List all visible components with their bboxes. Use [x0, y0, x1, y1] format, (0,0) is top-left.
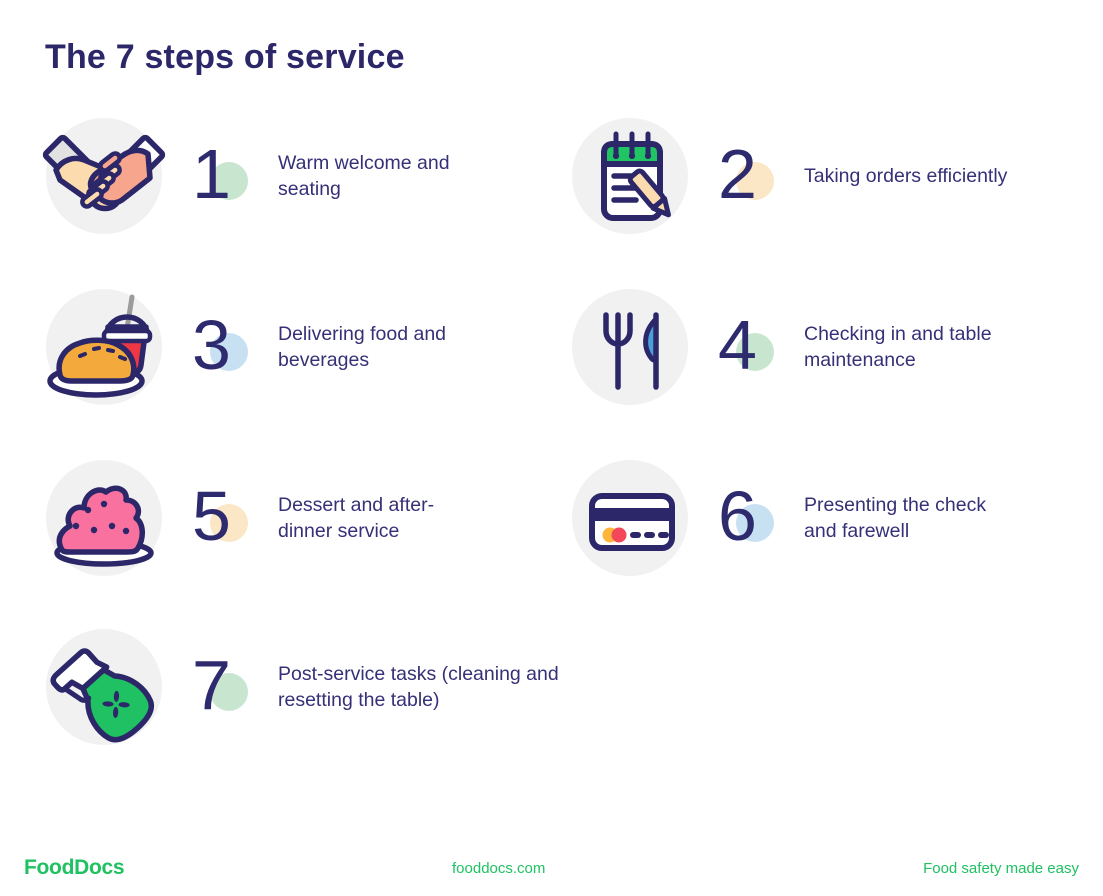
page-title: The 7 steps of service [45, 38, 405, 76]
step-accent-dot [736, 162, 774, 200]
step-accent-dot [210, 504, 248, 542]
step-number: 3 [192, 306, 231, 384]
food-tray-icon [46, 289, 162, 405]
footer-tagline: Food safety made easy [923, 860, 1079, 877]
footer: FoodDocs fooddocs.com Food safety made e… [0, 854, 1103, 882]
step-label: Taking orders efficiently [804, 165, 1008, 187]
step-item-2: 2 Taking orders efficiently [572, 118, 1064, 234]
step-item-5: 5 Dessert and after-dinner service [46, 460, 473, 576]
step-number-block: 2 [718, 118, 782, 234]
step-label: Delivering food and beverages [278, 323, 447, 371]
step-accent-dot [210, 333, 248, 371]
step-number: 2 [718, 135, 757, 213]
step-item-7: 7 Post-service tasks (cleaning and reset… [46, 629, 578, 745]
step-number-block: 5 [192, 460, 256, 576]
fooddocs-logo: FoodDocs [24, 856, 125, 879]
step-number: 6 [718, 477, 757, 555]
step-label: Checking in and table maintenance [804, 323, 992, 371]
step-item-3: 3 Delivering food and beverages [46, 289, 483, 405]
step-number-block: 3 [192, 289, 256, 405]
step-accent-dot [736, 333, 774, 371]
step-label: Warm welcome and seating [278, 152, 450, 200]
step-accent-dot [210, 673, 248, 711]
spray-bottle-icon [46, 629, 162, 745]
step-item-1: 1 Warm welcome and seating [42, 118, 478, 234]
step-number-block: 4 [718, 289, 782, 405]
step-number-block: 7 [192, 629, 256, 745]
footer-website: fooddocs.com [452, 860, 546, 877]
step-number-block: 1 [192, 118, 256, 234]
handshake-icon [42, 118, 166, 234]
step-number: 4 [718, 306, 757, 384]
step-label: Post-service tasks (cleaning and resetti… [278, 663, 559, 711]
step-number: 7 [192, 646, 231, 724]
notepad-icon [572, 118, 688, 234]
cutlery-icon [572, 289, 688, 405]
credit-card-icon [572, 460, 688, 576]
step-item-6: 6 Presenting the check and farewell [572, 460, 1019, 576]
step-label: Dessert and after-dinner service [278, 494, 435, 542]
step-number: 1 [192, 135, 231, 213]
step-item-4: 4 Checking in and table maintenance [572, 289, 1034, 405]
step-number-block: 6 [718, 460, 782, 576]
step-accent-dot [736, 504, 774, 542]
step-number: 5 [192, 477, 231, 555]
dessert-icon [46, 460, 162, 576]
step-label: Presenting the check and farewell [804, 494, 987, 542]
step-accent-dot [210, 162, 248, 200]
